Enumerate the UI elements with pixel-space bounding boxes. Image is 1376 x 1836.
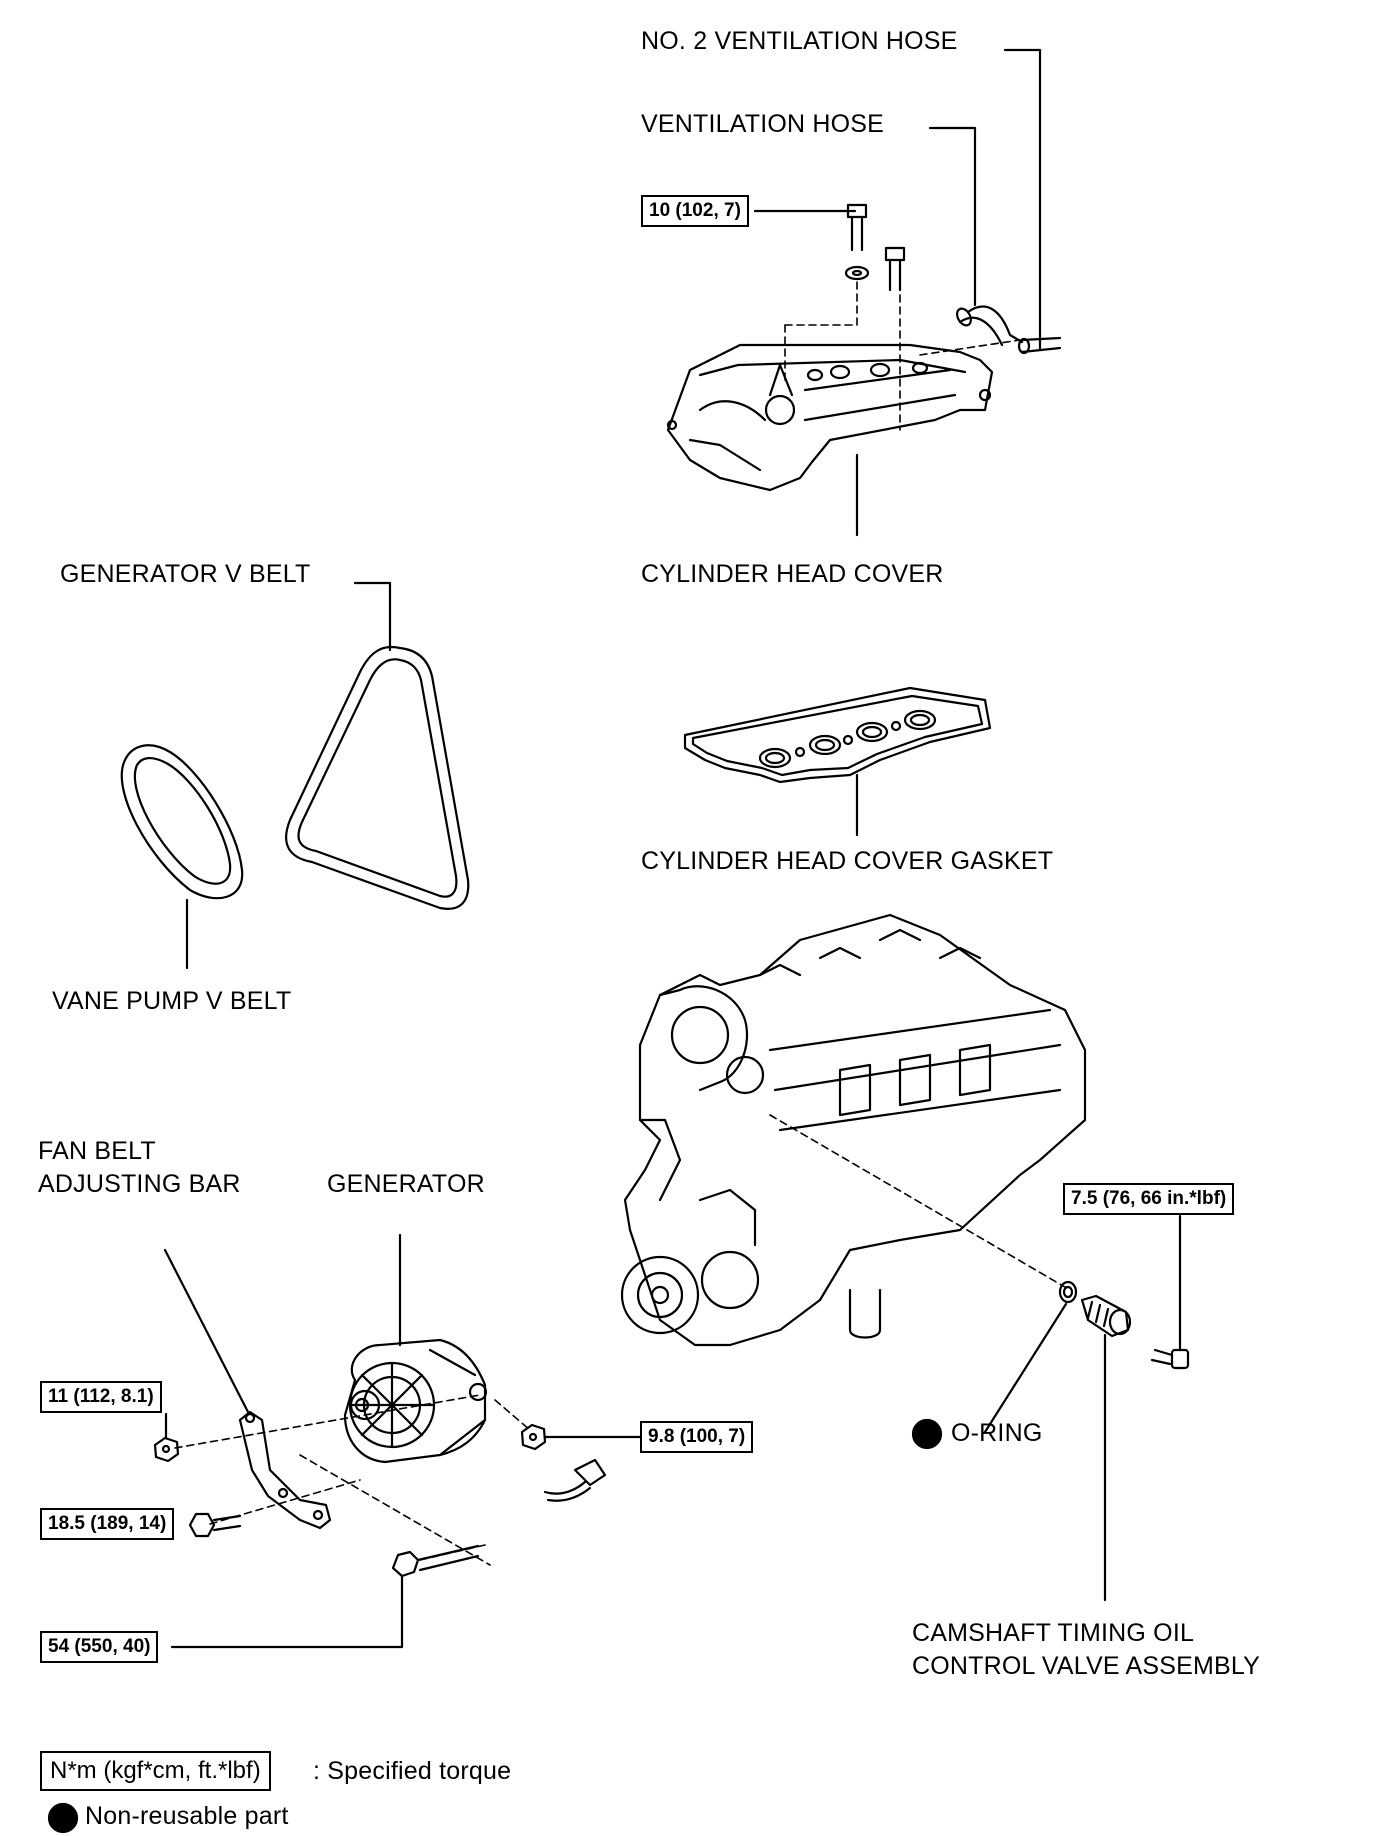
generator-wire — [543, 1458, 607, 1502]
pivot-bolt — [391, 1544, 480, 1578]
ventilation-hose-part — [956, 305, 1024, 347]
label-cylinder-head-cover-gasket: CYLINDER HEAD COVER GASKET — [641, 847, 1054, 875]
label-generator-v-belt: GENERATOR V BELT — [60, 560, 311, 588]
fan-belt-adjusting-bar-part — [238, 1410, 332, 1530]
label-cylinder-head-cover: CYLINDER HEAD COVER — [641, 560, 944, 588]
label-camshaft-line1: CAMSHAFT TIMING OIL — [912, 1619, 1195, 1647]
leader-ventilation-hose — [928, 126, 977, 307]
label-camshaft-line2: CONTROL VALVE ASSEMBLY — [912, 1652, 1261, 1680]
adjust-bolt — [188, 1512, 242, 1538]
generator-v-belt-part — [285, 645, 470, 910]
adjust-bar-nut — [153, 1436, 180, 1463]
label-fan-belt-line2: ADJUSTING BAR — [38, 1170, 241, 1198]
leader-pivot-bolt-torque — [170, 1574, 404, 1649]
torque-pivot-bolt: 54 (550, 40) — [40, 1631, 159, 1663]
terminal-nut — [520, 1423, 547, 1451]
torque-adjust-bar-nut: 11 (112, 8.1) — [40, 1381, 162, 1413]
head-cover-bolt — [844, 203, 870, 281]
leader-generator-v-belt — [353, 581, 392, 652]
non-reusable-dot-oring — [911, 1418, 943, 1450]
label-no2-ventilation-hose: NO. 2 VENTILATION HOSE — [641, 27, 958, 55]
camshaft-timing-oil-control-valve-part — [1080, 1294, 1132, 1338]
o-ring-part — [1058, 1280, 1078, 1304]
label-fan-belt-line1: FAN BELT — [38, 1137, 156, 1165]
cylinder-head-cover-part — [666, 343, 994, 492]
label-o-ring: O-RING — [951, 1419, 1043, 1447]
ocv-bolt — [1150, 1348, 1190, 1370]
no2-ventilation-hose-part — [1017, 336, 1062, 355]
engine-block-part — [620, 913, 1087, 1347]
leader-fan-belt-adjusting-bar — [163, 1248, 250, 1414]
non-reusable-dot-legend — [47, 1802, 79, 1834]
cover-guides — [784, 279, 1021, 431]
legend-torque-desc: : Specified torque — [313, 1757, 512, 1785]
torque-head-cover-bolt: 10 (102, 7) — [641, 195, 749, 227]
legend-nonreusable-text: Non-reusable part — [85, 1802, 289, 1830]
vane-pump-v-belt-part — [120, 744, 244, 900]
label-vane-pump-v-belt: VANE PUMP V BELT — [52, 987, 292, 1015]
ocv-guide-line — [769, 1114, 1071, 1291]
legend-torque-unit-box: N*m (kgf*cm, ft.*lbf) — [40, 1751, 271, 1791]
label-generator: GENERATOR — [327, 1170, 485, 1198]
torque-ocv-bolt: 7.5 (76, 66 in.*lbf) — [1063, 1183, 1235, 1215]
torque-adjust-bolt: 18.5 (189, 14) — [40, 1508, 175, 1540]
head-cover-bolt-2 — [884, 246, 906, 292]
cylinder-head-cover-gasket-part — [683, 686, 992, 784]
leader-o-ring — [983, 1302, 1068, 1434]
generator-part — [343, 1338, 488, 1464]
torque-terminal-nut: 9.8 (100, 7) — [640, 1421, 754, 1453]
leader-no2-ventilation-hose — [1003, 48, 1042, 352]
label-ventilation-hose: VENTILATION HOSE — [641, 110, 885, 138]
